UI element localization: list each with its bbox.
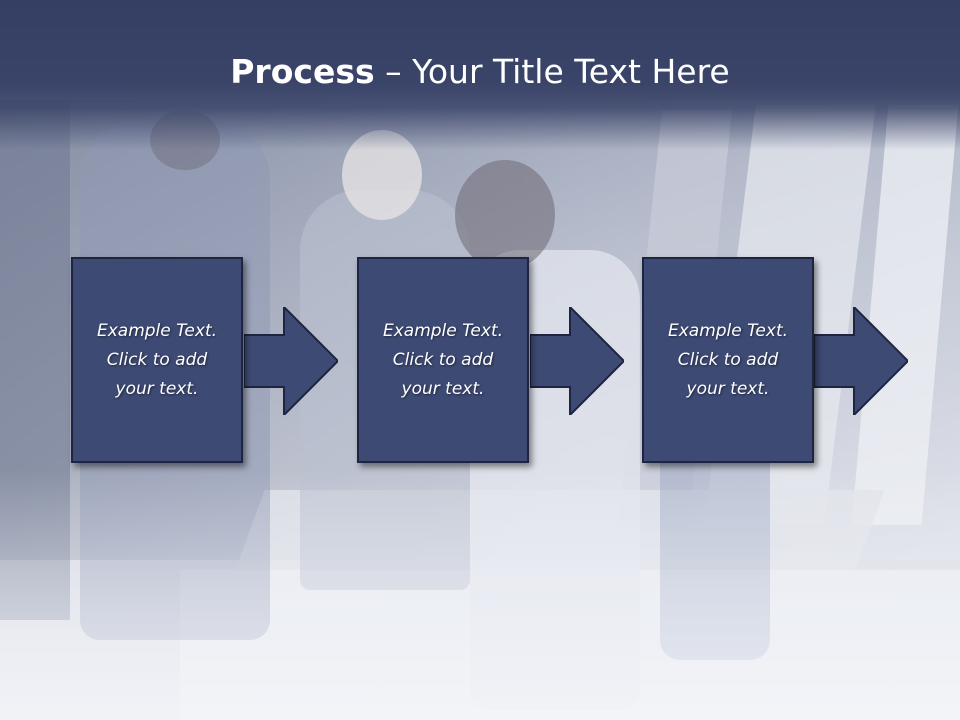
slide-title-bold: Process: [230, 52, 375, 91]
bottom-fade-overlay: [0, 470, 960, 720]
slide-title-rest: – Your Title Text Here: [374, 52, 730, 91]
photo-child-head: [455, 160, 555, 270]
process-step-text[interactable]: Example Text. Click to add your text.: [382, 320, 504, 399]
process-step-3[interactable]: Example Text. Click to add your text.: [642, 257, 814, 463]
process-step-1[interactable]: Example Text. Click to add your text.: [71, 257, 243, 463]
right-arrow-icon: [244, 307, 338, 415]
process-step-2[interactable]: Example Text. Click to add your text.: [357, 257, 529, 463]
right-arrow-icon: [814, 307, 908, 415]
process-step-text[interactable]: Example Text. Click to add your text.: [667, 320, 789, 399]
process-step-text[interactable]: Example Text. Click to add your text.: [96, 320, 218, 399]
right-arrow-icon: [530, 307, 624, 415]
title-bar: [0, 0, 960, 150]
slide-title[interactable]: Process – Your Title Text Here: [0, 52, 960, 91]
